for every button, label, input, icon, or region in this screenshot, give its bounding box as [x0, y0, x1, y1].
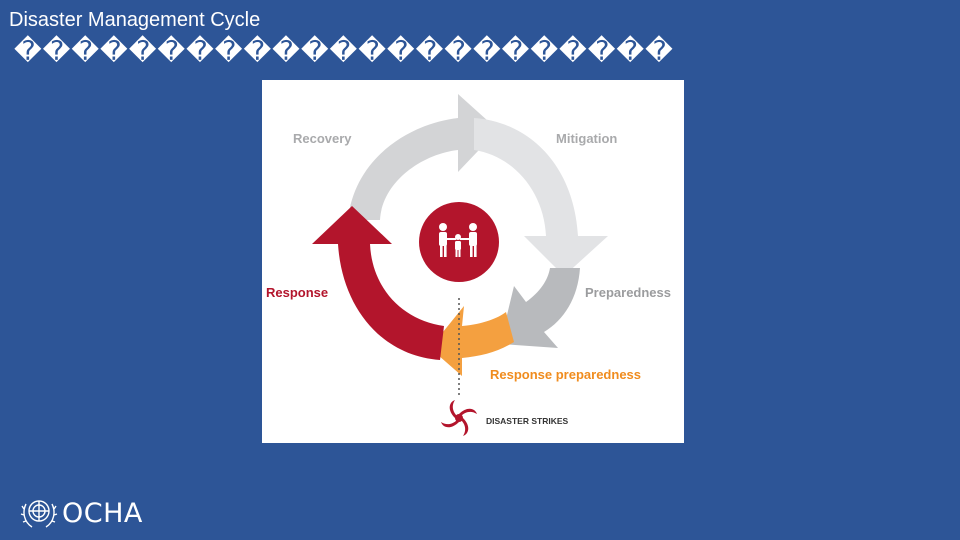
un-emblem-icon [20, 500, 58, 528]
disaster-swirl-icon [441, 400, 477, 436]
cycle-svg: Recovery Mitigation Preparedness Respons… [266, 94, 671, 436]
recovery-arrow [348, 94, 498, 220]
response-preparedness-arrow [430, 306, 514, 376]
response-arrow [312, 206, 444, 360]
disaster-strikes-label: DISASTER STRIKES [486, 416, 569, 426]
ocha-logo: OCHA [20, 494, 143, 532]
preparedness-arrow [500, 268, 580, 348]
slide-subtitle: ����������������������� [14, 36, 674, 67]
logo-text: OCHA [62, 497, 143, 529]
disaster-cycle-diagram: Recovery Mitigation Preparedness Respons… [262, 80, 684, 443]
response-preparedness-label: Response preparedness [490, 367, 641, 382]
recovery-label: Recovery [293, 131, 352, 146]
preparedness-label: Preparedness [585, 285, 671, 300]
family-icon [439, 223, 477, 257]
mitigation-arrow [474, 118, 608, 276]
mitigation-label: Mitigation [556, 131, 617, 146]
response-label: Response [266, 285, 328, 300]
slide-title: Disaster Management Cycle [9, 9, 261, 31]
